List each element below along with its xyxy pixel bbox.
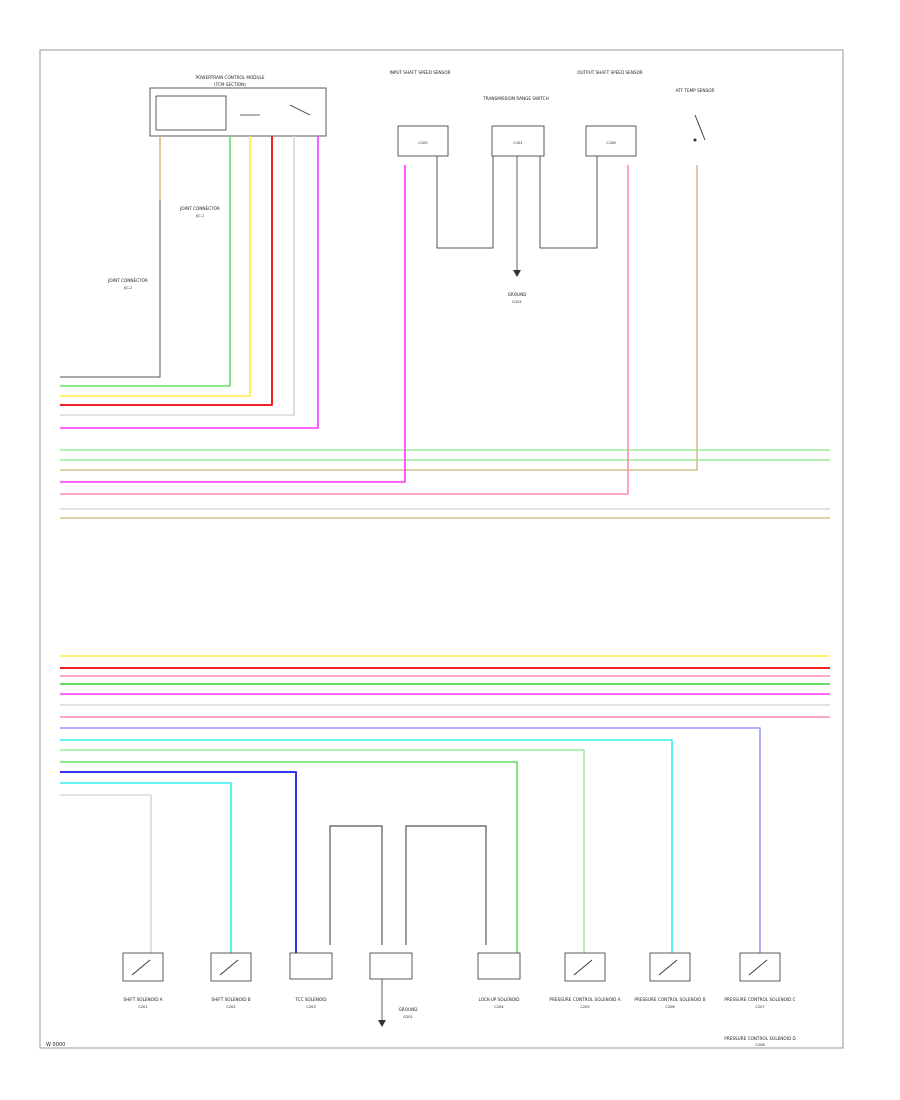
pressure-sol-1-body (564, 952, 606, 982)
junction-labels: JOINT CONNECTOR J/C-1 JOINT CONNECTOR J/… (107, 206, 220, 290)
pressure-sol-2-code: C206 (665, 1005, 675, 1009)
shift-sol-b-body (210, 952, 252, 982)
shift-sol-a-code: C201 (138, 1005, 147, 1009)
input-speed-sensor: INPUT SHAFT SPEED SENSOR C105 (389, 70, 451, 157)
pressure-sol-4-code: C208 (755, 1043, 765, 1047)
lockup-solenoid: LOCK-UP SOLENOID C204 (477, 952, 521, 1009)
range-switch: TRANSMISSION RANGE SWITCH C101 (482, 96, 549, 157)
output-sensor-title: OUTPUT SHAFT SPEED SENSOR (577, 70, 643, 75)
shift-solenoid-a: SHIFT SOLENOID A C201 (122, 952, 164, 1009)
wire-blk-tcm-a (60, 200, 161, 378)
range-switch-body (491, 125, 545, 157)
pressure-sol-3-code: C207 (755, 1005, 764, 1009)
junction-b-title: JOINT CONNECTOR (107, 278, 148, 283)
shift-solenoid-b: SHIFT SOLENOID B C202 (210, 952, 252, 1009)
ground-top: GROUND G101 (508, 156, 527, 304)
ground-bottom-title: GROUND (399, 1007, 418, 1012)
pressure-sol-1-code: C205 (580, 1005, 589, 1009)
output-sensor-body (585, 125, 637, 157)
tcc-sol-code: C203 (306, 1005, 315, 1009)
pressure-sol-2-body (649, 952, 691, 982)
wire-wht-drop (60, 794, 152, 955)
wire-blk-sensor-2 (539, 156, 598, 249)
shift-sol-a-title: SHIFT SOLENOID A (123, 997, 162, 1002)
ground-top-title: GROUND (508, 292, 527, 297)
wire-tan-bus (60, 165, 698, 471)
diagram-frame (39, 49, 844, 1049)
lockup-sol-body (477, 952, 521, 980)
wire-layer (60, 136, 830, 955)
ground-bottom: GROUND G201 (369, 952, 418, 1027)
wire-grn-tcm (60, 136, 231, 387)
pressure-solenoid-3: PRESSURE CONTROL SOLENOID C C207 (724, 952, 796, 1009)
tcc-solenoid: TCC SOLENOID C203 (289, 952, 333, 1009)
pressure-solenoid-2: PRESSURE CONTROL SOLENOID B C206 (634, 952, 706, 1009)
wire-blu-drop (60, 771, 297, 953)
tcc-sol-title: TCC SOLENOID (294, 997, 326, 1002)
tcc-sol-body (289, 952, 333, 980)
output-sensor-code: C106 (606, 141, 616, 145)
tcm-module: POWERTRAIN CONTROL MODULE (TCM SECTION) (149, 75, 327, 137)
atf-temp-sensor: ATF TEMP SENSOR (676, 88, 715, 142)
temp-sensor-title: ATF TEMP SENSOR (676, 88, 715, 93)
output-speed-sensor: OUTPUT SHAFT SPEED SENSOR C106 (577, 70, 643, 157)
wire-blk-sensor-1 (436, 156, 494, 249)
tcm-inner-block (155, 95, 227, 131)
junction-b-code: J/C-2 (123, 286, 132, 290)
shift-sol-b-title: SHIFT SOLENOID B (211, 997, 250, 1002)
shift-sol-b-code: C202 (226, 1005, 235, 1009)
tcm-title: POWERTRAIN CONTROL MODULE (195, 75, 264, 80)
wire-pnk-bus (60, 165, 629, 495)
wire-red-tcm (60, 136, 273, 406)
pressure-sol-3-body (739, 952, 781, 982)
wire-pur-drop (60, 727, 761, 955)
pressure-sol-2-title: PRESSURE CONTROL SOLENOID B (634, 997, 705, 1002)
footer-code: W 0000 (46, 1042, 65, 1048)
pressure-sol-1-title: PRESSURE CONTROL SOLENOID A (549, 997, 620, 1002)
range-switch-code: C101 (513, 141, 522, 145)
ground-top-code: G101 (512, 300, 522, 304)
pressure-sol-4-title: PRESSURE CONTROL SOLENOID D (724, 1036, 796, 1041)
wire-ltblu-drop (60, 739, 673, 955)
input-sensor-code: C105 (418, 141, 427, 145)
wire-ltblu-drop-2 (60, 782, 232, 955)
tcm-subtitle: (TCM SECTION) (214, 82, 246, 87)
junction-a-title: JOINT CONNECTOR (179, 206, 220, 211)
pressure-sol-3-title: PRESSURE CONTROL SOLENOID C (724, 997, 795, 1002)
ground-bottom-box (369, 952, 413, 980)
wire-wht-tcm (60, 136, 295, 416)
wire-vio-bus (60, 165, 406, 483)
lockup-sol-code: C204 (494, 1005, 504, 1009)
input-sensor-title: INPUT SHAFT SPEED SENSOR (389, 70, 450, 75)
junction-a-code: J/C-1 (195, 214, 204, 218)
pressure-solenoid-1: PRESSURE CONTROL SOLENOID A C205 (549, 952, 621, 1009)
ground-bottom-code: G201 (403, 1015, 413, 1019)
lockup-sol-title: LOCK-UP SOLENOID (479, 997, 520, 1002)
junction-blocks (329, 825, 487, 945)
wire-vio-tcm (60, 136, 319, 429)
wire-ltgrn-drop (60, 749, 585, 955)
shift-sol-a-body (122, 952, 164, 982)
input-sensor-body (397, 125, 449, 157)
wire-yel-tcm (60, 136, 251, 397)
wire-grn-drop (60, 761, 518, 953)
range-switch-title: TRANSMISSION RANGE SWITCH (482, 96, 549, 101)
